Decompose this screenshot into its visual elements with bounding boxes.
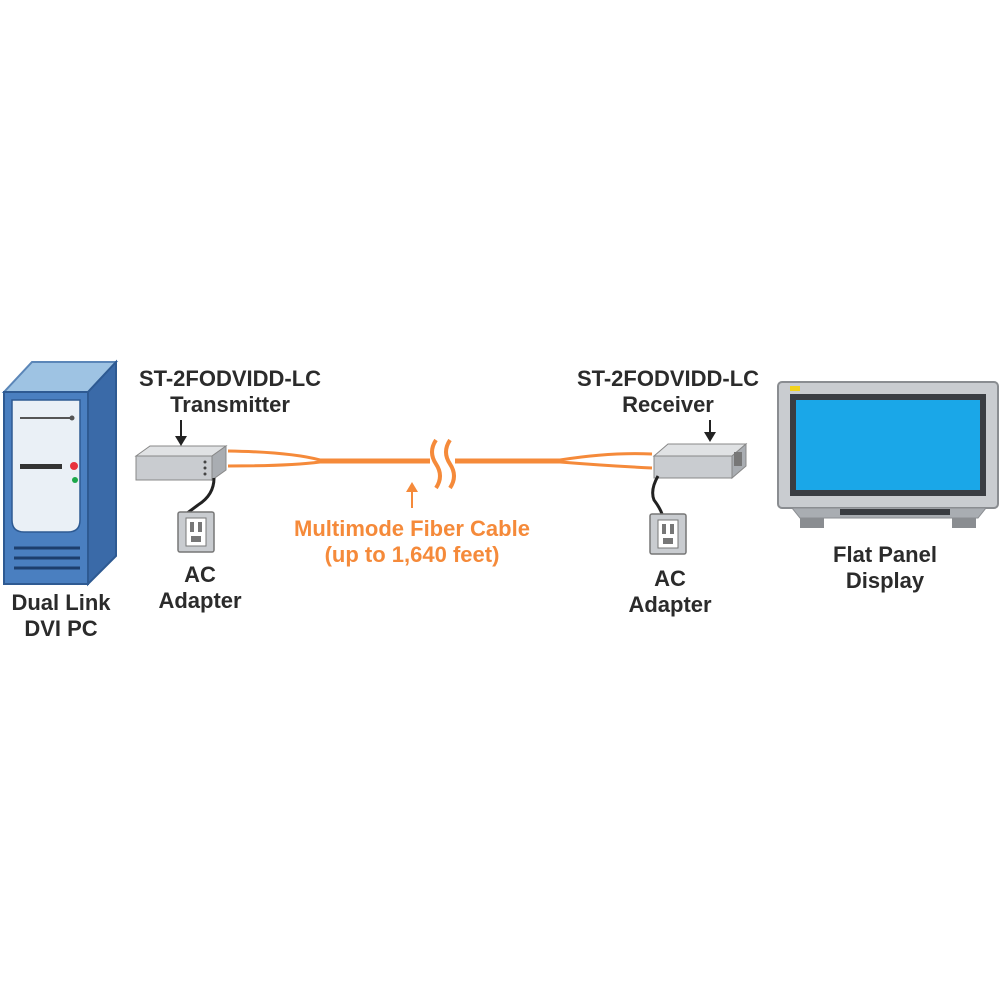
display-label-line1: Flat Panel xyxy=(833,542,937,567)
ac-adapter-right-line1: AC xyxy=(654,566,686,591)
fiber-cable-icon xyxy=(227,438,653,490)
transmitter-device-icon xyxy=(134,445,228,516)
display-label-line2: Display xyxy=(845,568,925,593)
transmitter-role: Transmitter xyxy=(170,392,290,417)
transmitter-arrow-icon xyxy=(175,420,187,446)
receiver-label: ST-2FODVIDD-LC Receiver xyxy=(548,366,788,418)
display-label: Flat Panel Display xyxy=(800,542,970,594)
cable-arrow-icon xyxy=(406,482,418,508)
ac-adapter-left-label: AC Adapter xyxy=(140,562,260,614)
ac-adapter-right-icon xyxy=(649,513,687,555)
transmitter-model: ST-2FODVIDD-LC xyxy=(138,366,322,391)
cable-name: Multimode Fiber Cable xyxy=(294,516,530,541)
ac-adapter-right-label: AC Adapter xyxy=(610,566,730,618)
cable-label: Multimode Fiber Cable (up to 1,640 feet) xyxy=(262,516,562,568)
receiver-device-icon xyxy=(651,442,748,515)
ac-adapter-left-line1: AC xyxy=(184,562,216,587)
pc-tower-icon xyxy=(1,359,119,587)
flat-panel-display-icon xyxy=(777,381,999,528)
cable-length: (up to 1,640 feet) xyxy=(324,542,500,567)
ac-adapter-left-icon xyxy=(177,511,215,553)
receiver-role: Receiver xyxy=(622,392,714,417)
pc-label-line1: Dual Link xyxy=(11,590,111,615)
ac-adapter-left-line2: Adapter xyxy=(158,588,242,613)
pc-label-line2: DVI PC xyxy=(24,616,98,641)
ac-adapter-right-line2: Adapter xyxy=(628,592,712,617)
transmitter-label: ST-2FODVIDD-LC Transmitter xyxy=(120,366,340,418)
receiver-model: ST-2FODVIDD-LC xyxy=(576,366,760,391)
pc-label: Dual Link DVI PC xyxy=(0,590,122,642)
receiver-arrow-icon xyxy=(704,420,716,442)
